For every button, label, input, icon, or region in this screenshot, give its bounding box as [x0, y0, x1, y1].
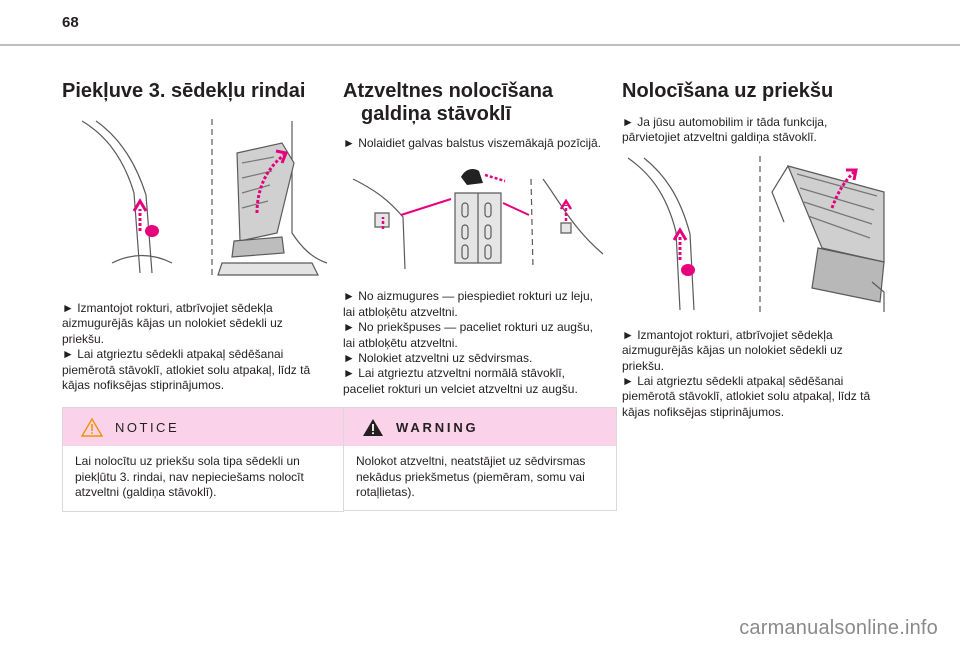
instruction-line: ► Izmantojot rokturi, atbrīvojiet sēdekļ… — [622, 327, 833, 342]
warning-label: WARNING — [396, 419, 479, 435]
instruction-line: kājas nofiksējas stiprinājumos. — [622, 404, 785, 419]
instruction-line: aizmugurējās kājas un nolokiet sēdekli u… — [622, 343, 843, 358]
instruction-line: kājas nofiksējas stiprinājumos. — [62, 378, 225, 393]
instruction-line: lai atbloķētu atzveltni. — [343, 335, 458, 350]
intro-text: ► Ja jūsu automobilim ir tāda funkcija, … — [622, 115, 894, 146]
section-title: Nolocīšana uz priekšu — [622, 80, 834, 102]
warning-header: WARNING — [344, 408, 616, 447]
warning-line: Nolokot atzveltni, neatstājiet uz sēdvir… — [356, 454, 586, 469]
warning-line: rotaļlietas). — [356, 485, 415, 500]
instruction-line: ► Izmantojot rokturi, atbrīvojiet sēdekļ… — [62, 301, 273, 315]
intro-line: ► Nolaidiet galvas balstus viszemākajā p… — [343, 136, 601, 150]
instruction-line: piemērotā stāvoklī, atlokiet solu atpaka… — [622, 389, 871, 404]
notice-line: piekļūtu 3. rindai, nav nepieciešams nol… — [75, 469, 304, 484]
instruction-line: piemērotā stāvoklī, atlokiet solu atpaka… — [62, 362, 311, 377]
instruction-line: ► Nolokiet atzveltni uz sēdvirsmas. — [343, 351, 533, 366]
rear-seat-lever-illustration — [81, 119, 328, 277]
instruction-line: ► Lai atgrieztu sēdekli atpakaļ sēdēšana… — [622, 374, 844, 389]
watermark: carmanualsonline.info — [739, 617, 938, 639]
backrest-lever-illustration — [352, 169, 604, 270]
instruction-text: ► Izmantojot rokturi, atbrīvojiet sēdekļ… — [622, 328, 894, 420]
instruction-line: ► No priekšpuses — paceliet rokturi uz a… — [343, 320, 593, 335]
notice-body: Lai nolocītu uz priekšu sola tipa sēdekl… — [63, 446, 343, 510]
intro-line: pārvietojiet atzveltni galdiņa stāvoklī. — [622, 130, 817, 145]
notice-label: NOTICE — [115, 419, 180, 435]
section-fold-forward: Nolocīšana uz priekšu ► Ja jūsu automobi… — [622, 80, 894, 420]
forward-fold-illustration — [627, 155, 885, 312]
section-title: Atzveltnes nolocīšana galdiņa stāvoklī — [343, 80, 615, 126]
page-number: 68 — [62, 14, 79, 31]
warning-triangle-icon — [81, 417, 103, 437]
warning-body: Nolokot atzveltni, neatstājiet uz sēdvir… — [344, 446, 616, 510]
header-rule — [0, 44, 960, 46]
instruction-text: ► No aizmugures — piespiediet rokturi uz… — [343, 289, 615, 397]
instruction-text: ► Izmantojot rokturi, atbrīvojiet sēdekļ… — [62, 301, 334, 393]
section-third-row-access: Piekļuve 3. sēdekļu rindai ► Izmantojot … — [62, 80, 344, 512]
notice-line: Lai nolocītu uz priekšu sola tipa sēdekl… — [75, 454, 300, 469]
instruction-line: aizmugurējās kājas un nolokiet sēdekli u… — [62, 316, 283, 331]
section-title-line: Atzveltnes nolocīšana — [343, 80, 554, 102]
intro-line: ► Ja jūsu automobilim ir tāda funkcija, — [622, 115, 828, 129]
warning-box: WARNING Nolokot atzveltni, neatstājiet u… — [343, 407, 617, 512]
section-title: Piekļuve 3. sēdekļu rindai — [62, 80, 306, 102]
warning-line: nekādus priekšmetus (piemēram, somu vai — [356, 469, 585, 484]
instruction-line: paceliet rokturi un velciet atzveltni uz… — [343, 381, 578, 396]
instruction-line: priekšu. — [62, 331, 105, 346]
notice-header: NOTICE — [63, 408, 343, 447]
instruction-line: lai atbloķētu atzveltni. — [343, 304, 458, 319]
section-title-line: galdiņa stāvoklī — [361, 103, 512, 125]
notice-box: NOTICE Lai nolocītu uz priekšu sola tipa… — [62, 407, 344, 512]
section-backrest-table-position: Atzveltnes nolocīšana galdiņa stāvoklī ►… — [343, 80, 617, 512]
instruction-line: priekšu. — [622, 358, 665, 373]
warning-triangle-icon — [363, 418, 383, 436]
instruction-line: ► No aizmugures — piespiediet rokturi uz… — [343, 289, 593, 304]
notice-line: atzveltni (galdiņa stāvoklī). — [75, 485, 217, 500]
instruction-line: ► Lai atgrieztu atzveltni normālā stāvok… — [343, 366, 565, 381]
instruction-line: ► Lai atgrieztu sēdekli atpakaļ sēdēšana… — [62, 347, 284, 362]
